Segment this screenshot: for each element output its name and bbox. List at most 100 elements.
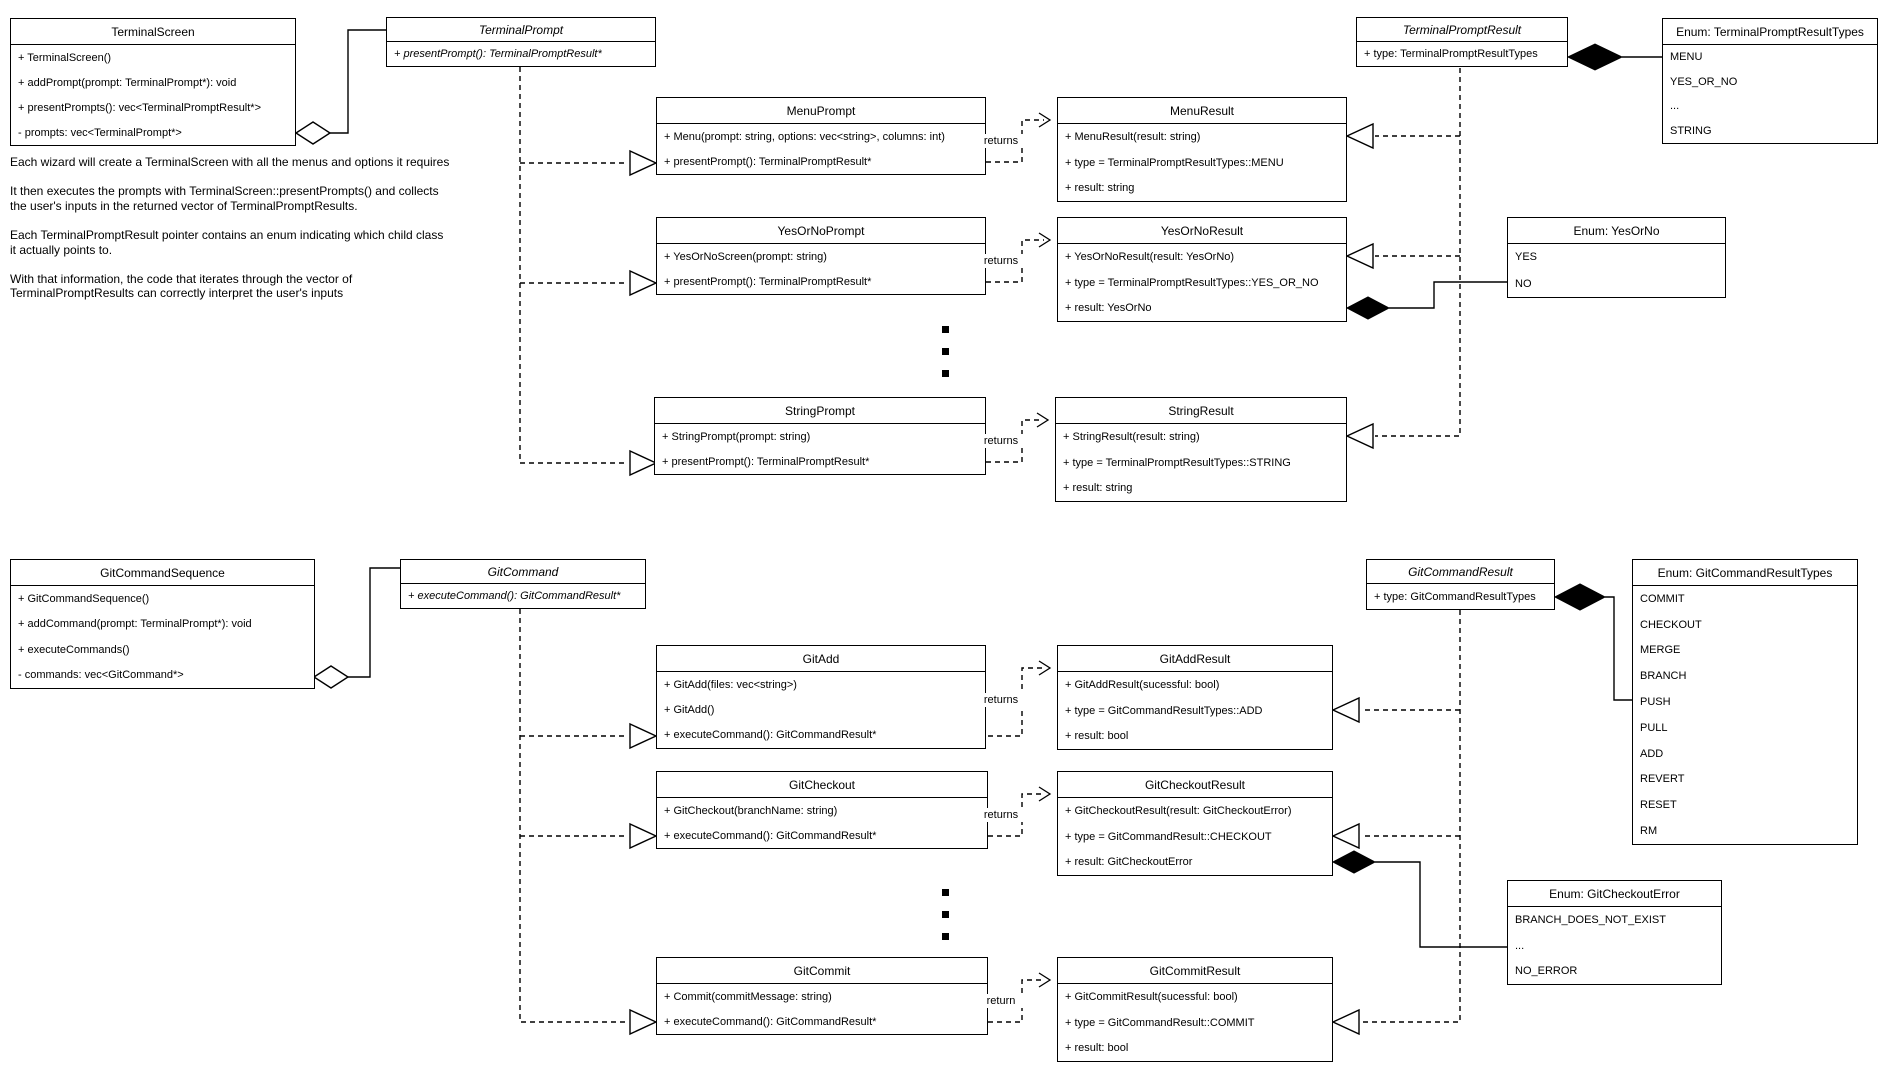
class-members: + executeCommand(): GitCommandResult* xyxy=(401,584,645,608)
class-member-row: + presentPrompt(): TerminalPromptResult* xyxy=(662,455,870,468)
dashed-dependency-line xyxy=(1361,610,1461,1023)
class-member-row: + YesOrNoScreen(prompt: string) xyxy=(664,250,827,263)
ellipsis-dot xyxy=(942,370,949,377)
class-members: + GitAdd(files: vec<string>)+ GitAdd()+ … xyxy=(657,672,985,748)
inheritance-triangle-icon xyxy=(629,722,658,750)
class-box-git-checkout: GitCheckout+ GitCheckout(branchName: str… xyxy=(656,771,988,849)
class-member-row: + Menu(prompt: string, options: vec<stri… xyxy=(664,130,945,143)
class-title: Enum: GitCheckoutError xyxy=(1508,881,1721,907)
edge-label-returns: returns xyxy=(971,254,1031,268)
composition-diamond-icon xyxy=(1331,850,1377,874)
inheritance-triangle-icon xyxy=(1331,1008,1360,1036)
class-member-row: + YesOrNoResult(result: YesOrNo) xyxy=(1065,250,1235,263)
class-member-row: + GitAdd(files: vec<string>) xyxy=(664,678,797,691)
ellipsis-dot xyxy=(942,933,949,940)
class-member-row: STRING xyxy=(1670,124,1712,137)
class-members: BRANCH_DOES_NOT_EXIST... NO_ERROR xyxy=(1508,907,1721,984)
class-box-git-commit: GitCommit+ Commit(commitMessage: string)… xyxy=(656,957,988,1035)
annotation-note: Each wizard will create a TerminalScreen… xyxy=(10,155,449,301)
class-title: GitCommand xyxy=(401,560,645,584)
ellipsis-dot xyxy=(942,326,949,333)
ellipsis-dot xyxy=(942,889,949,896)
class-members: + StringPrompt(prompt: string)+ presentP… xyxy=(655,424,985,474)
class-title: GitCommitResult xyxy=(1058,958,1332,984)
class-member-row: NO xyxy=(1515,277,1532,290)
class-box-terminal-screen: TerminalScreen+ TerminalScreen()+ addPro… xyxy=(10,18,296,146)
aggregation-diamond-icon xyxy=(312,665,350,689)
class-box-string-result: StringResult+ StringResult(result: strin… xyxy=(1055,397,1347,502)
edge-label-return: return xyxy=(971,994,1031,1008)
class-members: + YesOrNoResult(result: YesOrNo) + type =… xyxy=(1058,244,1346,321)
annotation-line: Each TerminalPromptResult pointer contai… xyxy=(10,227,444,242)
class-member-row: RM xyxy=(1640,825,1658,838)
class-member-row: - commands: vec<GitCommand*> xyxy=(18,669,184,682)
class-box-menu-result: MenuResult+ MenuResult(result: string)+ … xyxy=(1057,97,1347,202)
inheritance-triangle-icon xyxy=(1345,242,1374,270)
class-member-row: + GitAddResult(sucessful: bool) xyxy=(1065,678,1220,691)
class-member-row: ... xyxy=(1515,939,1525,952)
ellipsis-dot xyxy=(942,911,949,918)
class-member-row: + result: YesOrNo xyxy=(1065,302,1152,315)
class-members: + StringResult(result: string)+ type = T… xyxy=(1056,424,1346,501)
class-member-row: RESET xyxy=(1640,799,1677,812)
class-member-row: + presentPrompt(): TerminalPromptResult* xyxy=(394,48,602,60)
class-member-row: + addCommand(prompt: TerminalPrompt*): v… xyxy=(18,618,252,631)
ellipsis-dot xyxy=(942,348,949,355)
class-box-string-prompt: StringPrompt+ StringPrompt(prompt: strin… xyxy=(654,397,986,475)
class-member-row: + result: string xyxy=(1065,182,1135,195)
class-member-row: + GitCheckoutResult(result: GitCheckoutE… xyxy=(1065,804,1292,817)
class-member-row: + type = GitCommandResultTypes::ADD xyxy=(1065,704,1263,717)
class-title: GitCommandSequence xyxy=(11,560,314,586)
class-title: GitCommandResult xyxy=(1367,560,1554,584)
association-line xyxy=(330,29,386,134)
class-title: TerminalPromptResult xyxy=(1357,18,1567,42)
class-member-row: MENU xyxy=(1670,51,1703,64)
class-members: + GitCheckout(branchName: string)+ execu… xyxy=(657,798,987,848)
class-member-row: + result: GitCheckoutError xyxy=(1065,856,1193,869)
class-member-row: CHECKOUT xyxy=(1640,618,1702,631)
class-box-yes-or-no-result: YesOrNoResult+ YesOrNoResult(result: Yes… xyxy=(1057,217,1347,322)
class-title: Enum: YesOrNo xyxy=(1508,218,1725,244)
class-title: GitCheckout xyxy=(657,772,987,798)
class-member-row: BRANCH_DOES_NOT_EXIST xyxy=(1515,913,1666,926)
open-arrowhead-icon xyxy=(1038,660,1052,676)
aggregation-diamond-icon xyxy=(294,121,332,145)
class-title: GitAdd xyxy=(657,646,985,672)
class-member-row: PUSH xyxy=(1640,696,1671,709)
association-line xyxy=(1605,596,1632,701)
inheritance-triangle-icon xyxy=(629,149,658,177)
class-member-row: + type = TerminalPromptResultTypes::STRI… xyxy=(1063,456,1291,469)
composition-diamond-icon xyxy=(1345,296,1391,320)
composition-diamond-icon xyxy=(1553,583,1607,611)
class-members: + presentPrompt(): TerminalPromptResult* xyxy=(387,42,655,66)
class-box-terminal-prompt: TerminalPrompt+ presentPrompt(): Termina… xyxy=(386,17,656,67)
class-member-row: + type = TerminalPromptResultTypes::YES_… xyxy=(1065,276,1319,289)
class-members: + TerminalScreen()+ addPrompt(prompt: Te… xyxy=(11,45,295,145)
inheritance-triangle-icon xyxy=(629,822,658,850)
class-box-git-commit-result: GitCommitResult + GitCommitResult(sucessf… xyxy=(1057,957,1333,1062)
association-line xyxy=(1375,861,1507,948)
inheritance-triangle-icon xyxy=(629,269,658,297)
class-box-menu-prompt: MenuPrompt+ Menu(prompt: string, options… xyxy=(656,97,986,175)
class-members: + Menu(prompt: string, options: vec<stri… xyxy=(657,124,985,174)
annotation-line xyxy=(10,257,449,272)
class-title: GitCommit xyxy=(657,958,987,984)
class-member-row: + type: TerminalPromptResultTypes xyxy=(1364,48,1538,60)
inheritance-triangle-icon xyxy=(629,449,658,477)
class-member-row: NO_ERROR xyxy=(1515,965,1578,978)
class-member-row: + type: GitCommandResultTypes xyxy=(1374,590,1536,603)
class-member-row: + type = GitCommandResult::COMMIT xyxy=(1065,1016,1255,1029)
open-arrowhead-icon xyxy=(1038,786,1052,802)
class-box-terminal-prompt-result: TerminalPromptResult + type: TerminalProm… xyxy=(1356,17,1568,67)
open-arrowhead-icon xyxy=(1038,112,1052,128)
class-member-row: + GitCommitResult(sucessful: bool) xyxy=(1065,990,1238,1003)
inheritance-triangle-icon xyxy=(1331,822,1360,850)
class-member-row: + result: bool xyxy=(1065,730,1129,743)
class-member-row: - prompts: vec<TerminalPrompt*> xyxy=(18,126,182,139)
class-box-git-command-result: GitCommandResult + type: GitCommandResult… xyxy=(1366,559,1555,610)
